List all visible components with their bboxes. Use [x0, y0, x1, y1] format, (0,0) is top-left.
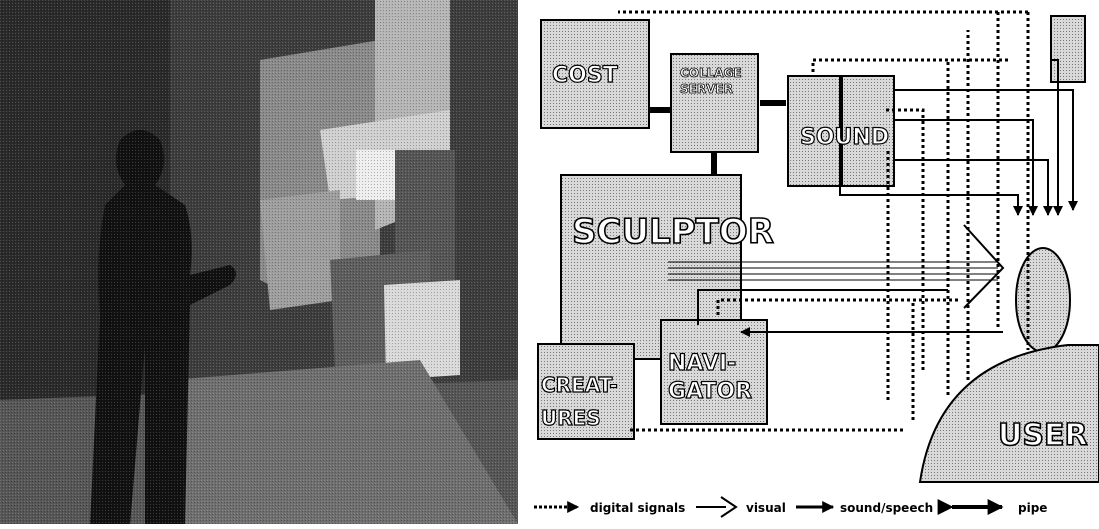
legend-sound-speech-label: sound/speech [840, 501, 933, 515]
collage-server-label-line2: SERVER [680, 82, 733, 96]
vr-scene-image [0, 0, 518, 524]
legend-digital-signals-label: digital signals [590, 501, 685, 515]
user-label: USER [998, 418, 1088, 453]
legend-visual-label: visual [746, 501, 786, 515]
cost-label: COST [552, 63, 618, 88]
creatures-label-line1: CREAT- [541, 373, 618, 397]
sound-label: SOUND [800, 125, 889, 150]
user-body [920, 345, 1099, 482]
navigator-label-line2: GATOR [668, 379, 752, 404]
navigator-label-line1: NAVI- [668, 351, 736, 376]
system-diagram: COST COLLAGE SERVER SOUND SCULPTOR NAVI-… [528, 0, 1099, 524]
vr-scene-photo [0, 0, 518, 524]
user-head [1016, 248, 1070, 352]
legend: digital signals visual sound/speech pipe [534, 497, 1047, 517]
collage-server-label-line1: COLLAGE [680, 66, 742, 80]
sculptor-label: SCULPTOR [572, 212, 774, 252]
creatures-label-line2: URES [541, 406, 601, 430]
legend-pipe-label: pipe [1018, 501, 1047, 515]
midi-box [1051, 16, 1085, 82]
